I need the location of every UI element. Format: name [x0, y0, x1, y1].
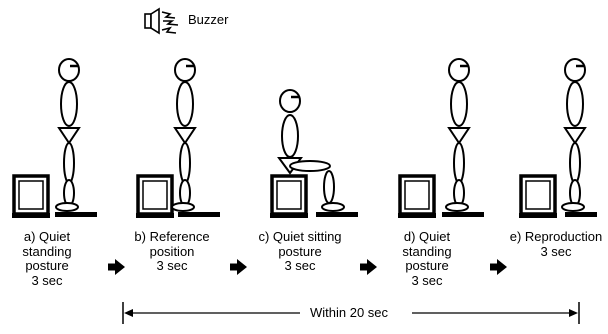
hip-triangle	[447, 127, 471, 145]
foot	[55, 202, 79, 212]
box-inner	[18, 180, 44, 210]
right-arrow-icon	[230, 259, 247, 275]
step-b-line-3: 3 sec	[156, 258, 188, 274]
thigh	[453, 142, 465, 184]
box-a	[12, 174, 50, 218]
box-inner	[525, 180, 551, 210]
foot	[171, 202, 195, 212]
step-b-line-1: b) Reference	[134, 229, 210, 244]
platform-d	[442, 212, 484, 217]
step-d-line-3: posture	[405, 258, 449, 274]
speaker-body	[144, 13, 152, 29]
hip-triangle	[563, 127, 587, 145]
step-a-line-2: standing	[22, 243, 72, 259]
box-base	[136, 213, 174, 218]
box-inner	[276, 180, 302, 210]
box-inner	[404, 180, 430, 210]
torso	[450, 81, 468, 127]
right-arrow-icon	[108, 259, 125, 275]
step-a-line-3: posture	[25, 258, 69, 274]
figure-c-sitting	[277, 89, 345, 212]
thigh	[63, 142, 75, 184]
step-e-line-1: e) Reproduction	[509, 229, 603, 244]
step-b-caption: b) Reference position 3 sec	[126, 229, 218, 274]
torso	[566, 81, 584, 127]
step-a-line-4: 3 sec	[31, 272, 63, 288]
sound-wave-1	[161, 11, 176, 19]
box-d	[398, 174, 436, 218]
box-c	[270, 174, 308, 218]
step-d-line-2: standing	[402, 243, 452, 259]
hip-triangle	[173, 127, 197, 145]
box-base	[519, 213, 557, 218]
box-inner	[142, 180, 168, 210]
head	[174, 58, 196, 82]
shank	[323, 170, 335, 204]
arrow-head	[115, 259, 125, 275]
arrow-shaft	[230, 263, 238, 271]
interval-bracket	[122, 302, 580, 324]
torso	[176, 81, 194, 127]
buzzer-label: Buzzer	[188, 12, 229, 27]
step-a-line-1: a) Quiet	[23, 229, 71, 244]
step-d-caption: d) Quiet standing posture 3 sec	[388, 229, 466, 288]
step-b-line-2: position	[149, 243, 195, 259]
head	[564, 58, 586, 82]
box-base	[12, 213, 50, 218]
figure-d-standing	[445, 58, 471, 212]
arrow-shaft	[360, 263, 368, 271]
thigh	[179, 142, 191, 184]
foot	[561, 202, 585, 212]
step-e-caption: e) Reproduction 3 sec	[506, 229, 606, 259]
step-c-line-1: c) Quiet sitting	[258, 229, 342, 244]
right-arrow-icon	[360, 259, 377, 275]
foot	[445, 202, 469, 212]
arrow-head	[237, 259, 247, 275]
interval-left-arrowhead	[124, 309, 133, 317]
box-base	[398, 213, 436, 218]
hip-triangle	[57, 127, 81, 145]
torso	[281, 114, 299, 158]
sound-wave-2	[163, 20, 179, 26]
torso	[60, 81, 78, 127]
speaker-icon	[144, 7, 179, 35]
figure-b-standing	[171, 58, 197, 212]
sound-wave-3	[161, 26, 177, 34]
arrow-head	[497, 259, 507, 275]
figure-e-standing	[561, 58, 587, 212]
step-d-line-1: d) Quiet	[403, 229, 451, 244]
foot	[321, 202, 345, 212]
thigh	[569, 142, 581, 184]
box-e	[519, 174, 557, 218]
speaker-cone	[150, 7, 160, 35]
interval-right-arrowhead	[569, 309, 578, 317]
head	[448, 58, 470, 82]
step-a-caption: a) Quiet standing posture 3 sec	[8, 229, 86, 288]
step-c-line-3: 3 sec	[284, 258, 316, 274]
thigh	[289, 160, 331, 172]
step-e-line-2: 3 sec	[540, 243, 572, 259]
platform-b	[178, 212, 220, 217]
box-b	[136, 174, 174, 218]
interval-label: Within 20 sec	[310, 305, 389, 320]
head	[58, 58, 80, 82]
figure-a-standing	[55, 58, 81, 212]
platform-e	[565, 212, 597, 217]
step-d-line-4: 3 sec	[411, 272, 443, 288]
right-arrow-icon	[490, 259, 507, 275]
arrow-shaft	[490, 263, 498, 271]
step-c-caption: c) Quiet sitting posture 3 sec	[246, 229, 354, 274]
step-c-line-2: posture	[278, 243, 322, 259]
box-base	[270, 213, 308, 218]
arrow-shaft	[108, 263, 116, 271]
platform-c	[316, 212, 358, 217]
arrow-head	[367, 259, 377, 275]
head	[279, 89, 301, 113]
platform-a	[55, 212, 97, 217]
